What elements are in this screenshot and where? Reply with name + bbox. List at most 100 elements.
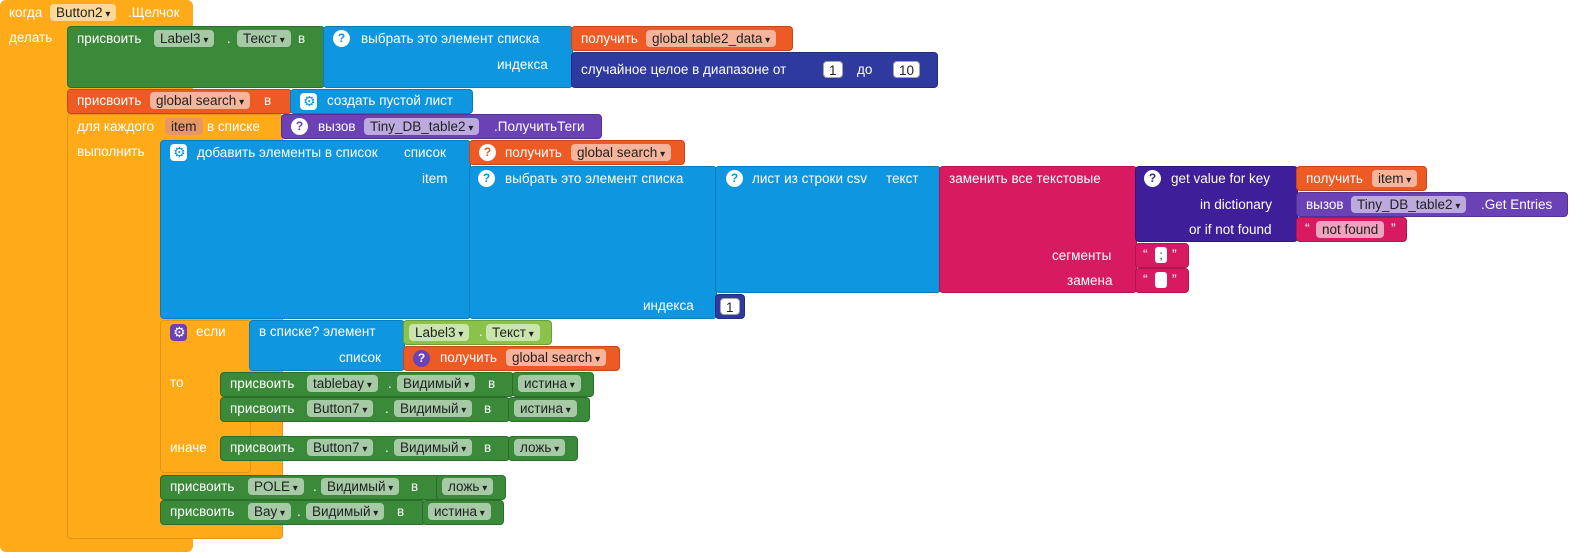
question-icon[interactable]: ?: [1144, 170, 1161, 187]
then-kw: то: [170, 375, 184, 390]
button7b-property-dropdown[interactable]: Видимый: [394, 439, 473, 456]
dict-get-value-block[interactable]: [1135, 166, 1298, 242]
empty-list-label: создать пустой лист: [327, 93, 454, 108]
dot: .: [297, 504, 301, 519]
rand-label: случайное целое в диапазоне от: [581, 62, 787, 77]
gear-glyph: ⚙: [303, 93, 316, 109]
tablebay-component-dropdown[interactable]: tablebay: [307, 375, 378, 392]
foreach-kw: для каждого: [77, 119, 155, 134]
pole-property-dropdown[interactable]: Видимый: [321, 478, 400, 495]
button7a-component-dropdown[interactable]: Button7: [307, 400, 374, 417]
question-icon[interactable]: ?: [413, 350, 430, 367]
bay-value-dropdown[interactable]: истина: [428, 503, 491, 520]
kw-set: присвоить: [230, 401, 295, 416]
kw-set: присвоить: [230, 376, 295, 391]
rand-to-input[interactable]: 10: [893, 61, 921, 78]
call1-method: .ПолучитьТеги: [494, 119, 585, 134]
button7a-value-dropdown[interactable]: истина: [514, 400, 577, 417]
quote-open: “: [1143, 271, 1148, 287]
gear-icon[interactable]: gear-icon: [170, 144, 187, 161]
replace-all-block[interactable]: [939, 166, 1137, 293]
dict-not-found-label: or if not found: [1189, 222, 1272, 237]
dot: .: [479, 324, 483, 339]
add-items-kw-list: список: [404, 145, 446, 160]
call1-component-dropdown[interactable]: Tiny_DB_table2: [364, 118, 480, 135]
kw-set: присвоить: [170, 479, 235, 494]
select2-index-input[interactable]: 1: [720, 298, 740, 315]
set2-var-dropdown[interactable]: global search: [150, 92, 251, 109]
question-icon[interactable]: ?: [333, 30, 350, 47]
event-component-dropdown[interactable]: Button2: [50, 4, 117, 21]
if-kw: если: [196, 324, 226, 339]
select1-index-label: индекса: [497, 57, 548, 72]
tablebay-property-dropdown[interactable]: Видимый: [397, 375, 476, 392]
get-item-kw: получить: [1306, 171, 1363, 186]
gear-icon[interactable]: gear-icon: [300, 93, 317, 110]
list-from-csv-block[interactable]: [715, 166, 941, 293]
else-kw: иначе: [170, 440, 207, 455]
rand-kw-to: до: [857, 62, 873, 77]
replacement-value[interactable]: [1155, 272, 1167, 288]
rand-from-input[interactable]: 1: [823, 61, 843, 78]
get3-var-dropdown[interactable]: global search: [506, 349, 607, 366]
question-icon[interactable]: ?: [478, 170, 495, 187]
button7b-value-dropdown[interactable]: ложь: [514, 439, 566, 456]
replace-rep-label: замена: [1067, 273, 1113, 288]
quote-open: “: [1305, 220, 1310, 236]
call2-method: .Get Entries: [1481, 197, 1553, 212]
get-item-var-dropdown[interactable]: item: [1372, 170, 1418, 187]
dot: .: [227, 31, 231, 46]
select2-label: выбрать это элемент списка: [505, 171, 684, 186]
button7a-property-dropdown[interactable]: Видимый: [394, 400, 473, 417]
call2-component-dropdown[interactable]: Tiny_DB_table2: [1351, 196, 1467, 213]
get2-kw: получить: [505, 145, 562, 160]
select1-label: выбрать это элемент списка: [361, 31, 540, 46]
get3-kw: получить: [440, 350, 497, 365]
bay-component-dropdown[interactable]: Bay: [248, 503, 292, 520]
kw-set: присвоить: [170, 504, 235, 519]
dot: .: [385, 401, 389, 416]
dict-label: get value for key: [1171, 171, 1271, 186]
bay-property-dropdown[interactable]: Видимый: [306, 503, 385, 520]
gear-glyph: ⚙: [173, 324, 186, 340]
set1-property-dropdown[interactable]: Текст: [237, 30, 291, 47]
kw-to: в: [298, 31, 306, 46]
set1-component-dropdown[interactable]: Label3: [154, 30, 215, 47]
call2-kw: вызов: [1306, 197, 1344, 212]
kw-to: в: [397, 504, 405, 519]
not-found-value[interactable]: not found: [1316, 221, 1385, 238]
segment-value[interactable]: ;: [1155, 247, 1167, 263]
kw-to: в: [484, 440, 492, 455]
replace-label: заменить все текстовые: [949, 171, 1101, 186]
dict-in-dict-label: in dictionary: [1200, 197, 1273, 212]
tablebay-value-dropdown[interactable]: истина: [518, 375, 581, 392]
kw-do: делать: [9, 30, 53, 45]
cond-component-dropdown[interactable]: Label3: [409, 324, 470, 341]
pole-value-dropdown[interactable]: ложь: [442, 478, 494, 495]
pole-component-dropdown[interactable]: POLE: [248, 478, 304, 495]
random-integer-block[interactable]: [571, 52, 938, 88]
gear-icon[interactable]: gear-icon: [170, 324, 187, 341]
cond-property-dropdown[interactable]: Текст: [486, 324, 540, 341]
select-list-item-block-2[interactable]: [469, 166, 717, 319]
foreach-var[interactable]: item: [165, 118, 203, 135]
create-empty-list-block[interactable]: [290, 89, 473, 114]
question-icon[interactable]: ?: [291, 118, 308, 135]
get1-var-dropdown[interactable]: global table2_data: [646, 30, 777, 47]
question-icon[interactable]: ?: [726, 170, 743, 187]
button7b-component-dropdown[interactable]: Button7: [307, 439, 374, 456]
kw-when: когда: [9, 5, 43, 20]
quote-close: ”: [1172, 246, 1177, 262]
get2-var-dropdown[interactable]: global search: [571, 144, 672, 161]
question-icon[interactable]: ?: [479, 144, 496, 161]
gear-glyph: ⚙: [173, 144, 186, 160]
event-name: .Щелчок: [128, 5, 180, 20]
kw-set: присвоить: [77, 31, 142, 46]
get1-kw: получить: [581, 31, 638, 46]
call1-kw: вызов: [318, 119, 356, 134]
add-items-kw-item: item: [422, 171, 448, 186]
quote-close: ”: [1391, 220, 1396, 236]
add-items-to-list-block[interactable]: [160, 140, 471, 319]
is-in-list-block[interactable]: [249, 320, 405, 371]
foreach-kw-do: выполнить: [77, 144, 145, 159]
